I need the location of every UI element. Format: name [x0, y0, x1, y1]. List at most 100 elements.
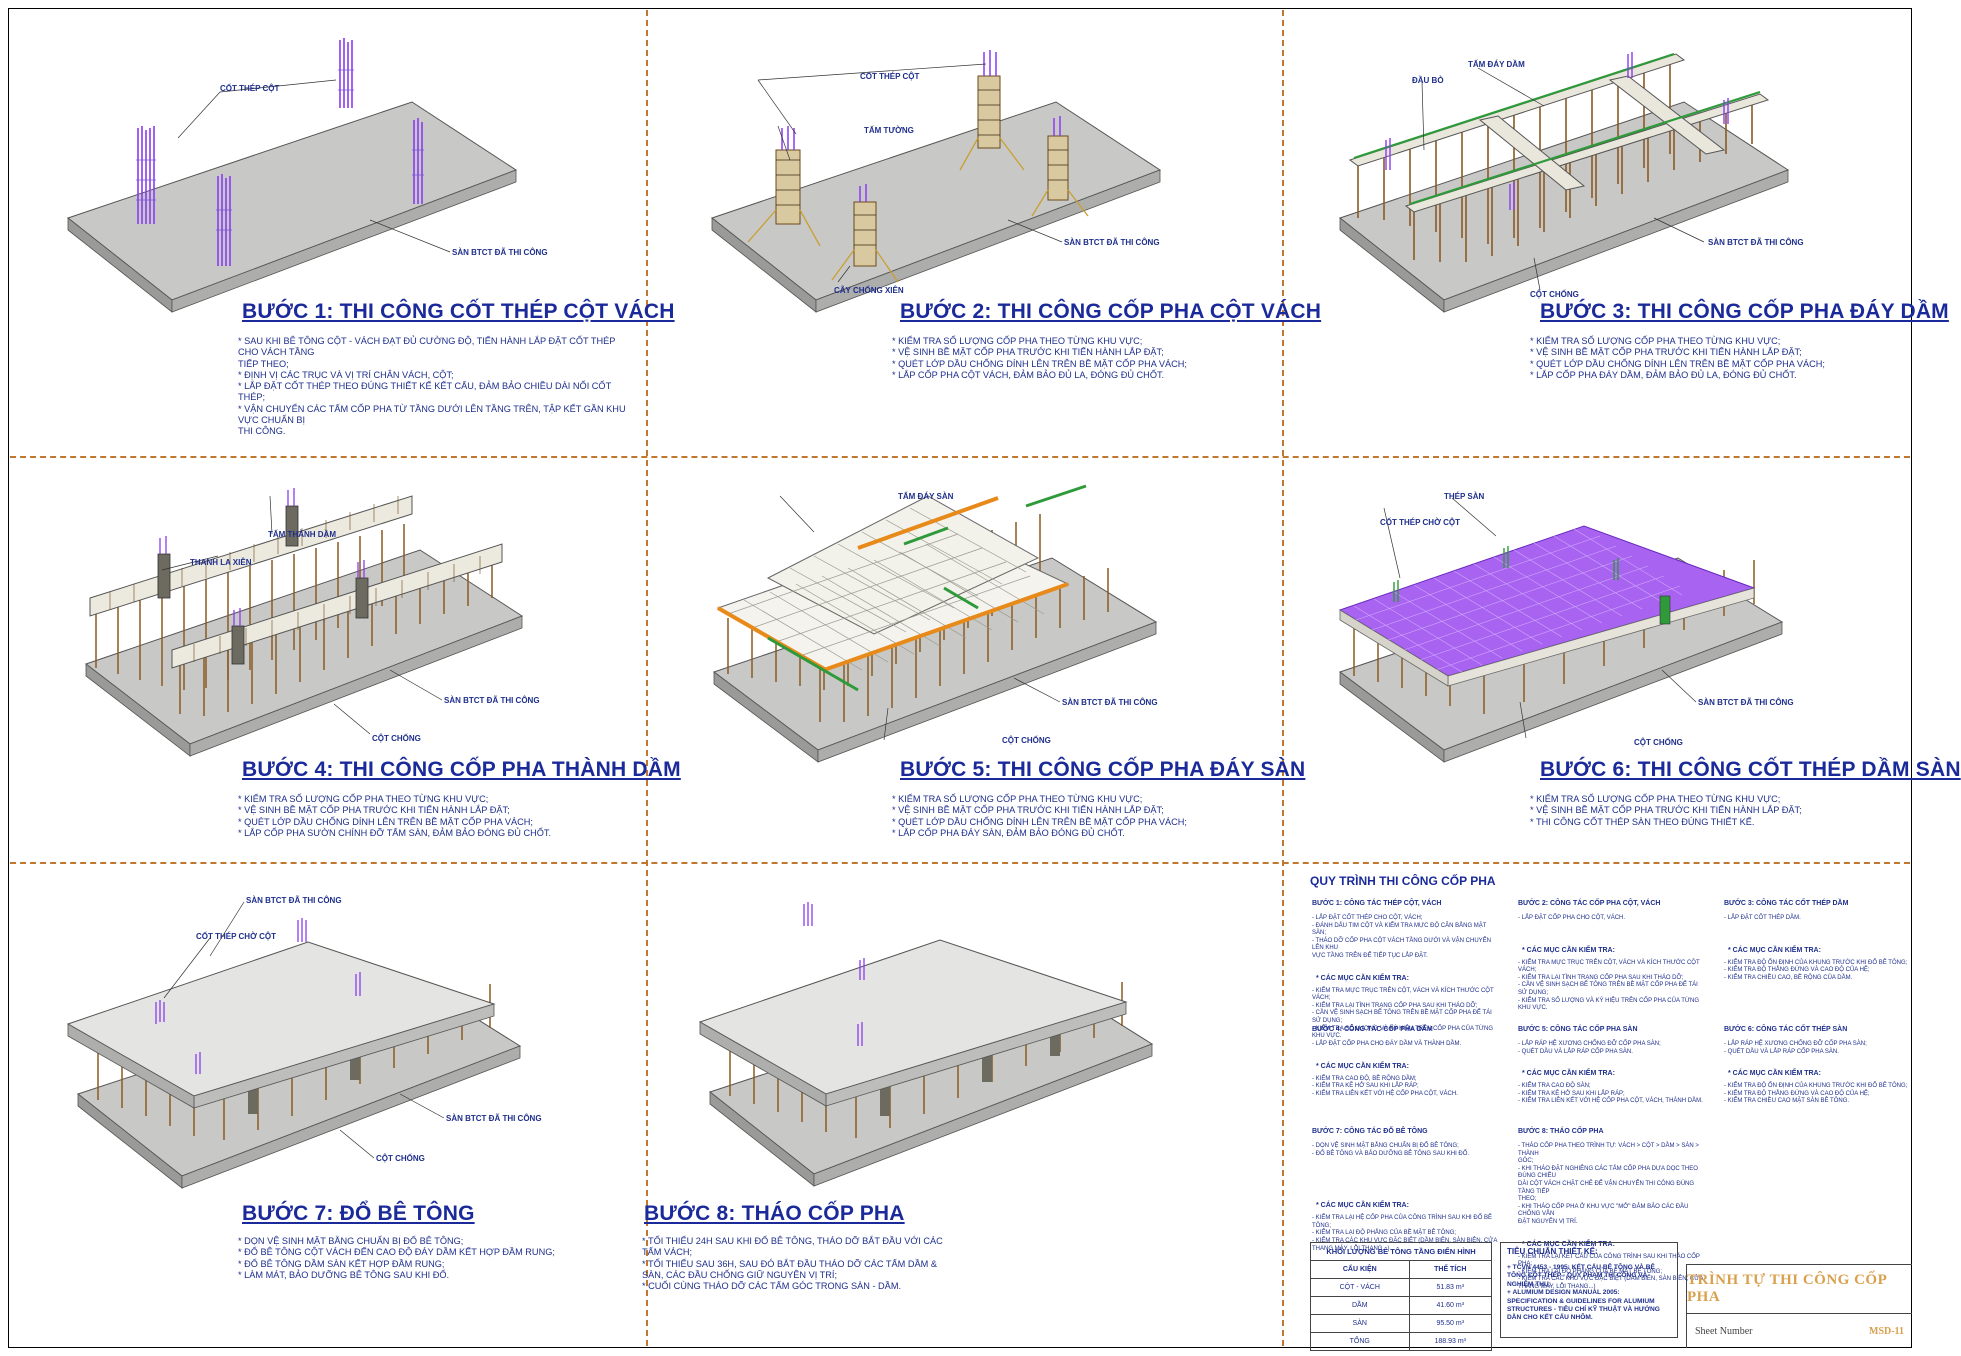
step-6-note: * THI CÔNG CỐT THÉP SÀN THEO ĐÚNG THIẾT …	[1530, 816, 1755, 827]
step-6-title: BƯỚC 6: THI CÔNG CỐT THÉP DẦM SÀN	[1540, 758, 1961, 781]
table-cell: 95.50 m³	[1408, 1314, 1493, 1333]
procedure-check-heading: * CÁC MỤC CẦN KIỂM TRA:	[1316, 1202, 1409, 1210]
standards-line: + TCVN 4453 - 1995: KẾT CẤU BÊ TÔNG VÀ B…	[1507, 1264, 1655, 1271]
procedure-line: - LẮP ĐẶT CỐP PHA CHO ĐÁY DẦM VÀ THÀNH D…	[1312, 1041, 1462, 1047]
procedure-line: - THÁO CỐP PHA THEO TRÌNH TỰ: VÁCH > CỘT…	[1518, 1143, 1699, 1157]
step-3-notes: * KIỂM TRA SỐ LƯỢNG CỐP PHA THEO TỪNG KH…	[1530, 336, 1900, 381]
procedure-heading: BƯỚC 3: CÔNG TÁC CỐT THÉP DẦM	[1724, 900, 1849, 907]
table-cell: 188.93 m³	[1408, 1332, 1493, 1351]
procedure-check-line: - KIỂM TRA ĐỘ ỔN ĐỊNH CỦA KHUNG TRƯỚC KH…	[1724, 959, 1908, 966]
procedure-check-line: - KIỂM TRA SỐ LƯỢNG VÀ KÝ HIỆU TRÊN CỐP …	[1518, 997, 1699, 1012]
step-4-note: * LẮP CỐP PHA SƯỜN CHÍNH ĐỠ TẤM SÀN, ĐẢM…	[238, 827, 552, 838]
procedure-check-line: - KIỂM TRA KẼ HỞ SAU KHI LẮP RÁP;	[1312, 1083, 1419, 1090]
procedure-line: DÀI CỘT VÁCH CHẶT CHẼ ĐỂ VẬN CHUYỂN THI …	[1518, 1180, 1695, 1195]
sheet-number-row: Sheet Number MSD-11	[1687, 1313, 1912, 1349]
step-6-note: * VỆ SINH BỀ MẶT CỐP PHA TRƯỚC KHI TIẾN …	[1530, 805, 1802, 816]
procedure-check-heading: * CÁC MỤC CẦN KIỂM TRA:	[1316, 1062, 1409, 1070]
procedure-block: BƯỚC 2: CÔNG TÁC CỐP PHA CỘT, VÁCH - LẮP…	[1518, 900, 1708, 1012]
procedure-block: BƯỚC 4: CÔNG TÁC CỐP PHA DẦM - LẮP ĐẶT C…	[1312, 1026, 1502, 1114]
step-7-note: * LÀM MÁT, BẢO DƯỠNG BÊ TÔNG SAU KHI ĐỔ.	[238, 1269, 450, 1280]
procedure-check-line: - KIỂM TRA LIÊN KẾT VỚI HỆ CỐP PHA CỘT, …	[1518, 1098, 1703, 1105]
procedure-block: BƯỚC 8: THÁO CỐP PHA - THÁO CỐP PHA THEO…	[1518, 1128, 1708, 1292]
standards-line: TÔNG CỐT THÉP - QUY PHẠM THI CÔNG VÀ	[1507, 1272, 1648, 1280]
step-7-title: BƯỚC 7: ĐỔ BÊ TÔNG	[242, 1202, 475, 1225]
step-8-note: TẤM VÁCH;	[642, 1247, 693, 1258]
procedure-line: - LẮP RÁP HỆ XƯƠNG CHỐNG ĐỠ CỐP PHA SÀN;	[1724, 1041, 1867, 1047]
procedure-check-line: - KIỂM TRA SỐ LƯỢNG VÀ KÝ HIỆU TRÊN CỐP …	[1312, 1025, 1493, 1040]
step-8-note: SÀN, CÁC ĐẦU CHỐNG GIỮ NGUYÊN VỊ TRÍ;	[642, 1269, 838, 1280]
procedure-check-line: - KIỂM TRA CÁC KHU VỰC ĐẶC BIỆT (DẦM BIÊ…	[1312, 1237, 1498, 1244]
procedure-block: BƯỚC 7: CÔNG TÁC ĐỔ BÊ TÔNG - DỌN VỆ SIN…	[1312, 1128, 1502, 1253]
step-4-callout-diagonal-bar: THANH LA XIÊN	[190, 558, 252, 567]
step-8-note: * CUỐI CÙNG THÁO DỠ CÁC TẤM GÓC TRONG SÀ…	[642, 1281, 902, 1292]
procedure-line: - ĐỔ BÊ TÔNG VÀ BẢO DƯỠNG BÊ TÔNG SAU KH…	[1312, 1150, 1470, 1157]
standards-line: DẪN CHO KẾT CẤU NHÔM.	[1507, 1314, 1593, 1322]
concrete-quantity-table: KHỐI LƯỢNG BÊ TÔNG TẦNG ĐIỂN HÌNH CẤU KI…	[1310, 1242, 1493, 1351]
step-3-callout-beam-head: ĐẦU BÒ	[1412, 76, 1444, 85]
step-5-notes: * KIỂM TRA SỐ LƯỢNG CỐP PHA THEO TỪNG KH…	[892, 794, 1272, 839]
step-7-notes: * DỌN VỆ SINH MẶT BẰNG CHUẨN BỊ ĐỔ BÊ TÔ…	[238, 1236, 638, 1281]
procedure-line: - LẮP RÁP HỆ XƯƠNG CHỐNG ĐỠ CỐP PHA SÀN;	[1518, 1041, 1661, 1047]
table-row: CỘT - VÁCH 51.83 m³	[1310, 1278, 1493, 1297]
table-cell: 51.83 m³	[1408, 1278, 1493, 1297]
step-3-note: * VỆ SINH BỀ MẶT CỐP PHA TRƯỚC KHI TIẾN …	[1530, 347, 1802, 358]
procedure-check-line: - KIỂM TRA CÁC KHU VỰC ĐẶC BIỆT (DẦM BIÊ…	[1518, 1276, 1704, 1283]
design-standards-box: TIÊU CHUẨN THIẾT KẾ: + TCVN 4453 - 1995:…	[1500, 1242, 1678, 1338]
step-5-illustration	[712, 484, 1158, 763]
step-2-callout-slab: SÀN BTCT ĐÃ THI CÔNG	[1064, 238, 1160, 247]
divider-horizontal-1	[10, 456, 1910, 458]
standards-line: NGHIỆM THU;	[1507, 1280, 1551, 1288]
step-6-panel: THÉP SÀN CỐT THÉP CHỜ CỘT SÀN BTCT ĐÃ TH…	[1284, 458, 1961, 862]
step-7-callout-starter-bars: CỐT THÉP CHỜ CỘT	[196, 932, 277, 941]
procedure-check-line: - CẦN VỆ SINH SẠCH BÊ TÔNG TRÊN BỀ MẶT C…	[1312, 1010, 1492, 1024]
step-7-panel: SÀN BTCT ĐÃ THI CÔNG CỐT THÉP CHỜ CỘT SÀ…	[10, 864, 646, 1348]
quantity-table-caption: KHỐI LƯỢNG BÊ TÔNG TẦNG ĐIỂN HÌNH	[1310, 1242, 1492, 1261]
step-4-note: * VỆ SINH BỀ MẶT CỐP PHA TRƯỚC KHI TIẾN …	[238, 805, 510, 816]
step-6-callout-slab-rebar: THÉP SÀN	[1444, 492, 1485, 501]
step-1-note: * SAU KHI BÊ TÔNG CỘT - VÁCH ĐẠT ĐỦ CƯỜN…	[238, 336, 616, 358]
step-7-note: * ĐỔ BÊ TÔNG CỘT VÁCH ĐẾN CAO ĐỘ ĐÁY DẦM…	[238, 1247, 555, 1258]
procedure-check-line: - KIỂM TRA CAO ĐỘ, BỀ RỘNG DẦM;	[1312, 1075, 1417, 1082]
step-1-panel: CỐT THÉP CỘT SÀN BTCT ĐÃ THI CÔNG BƯỚC 1…	[10, 10, 674, 456]
step-6-note: * KIỂM TRA SỐ LƯỢNG CỐP PHA THEO TỪNG KH…	[1530, 794, 1781, 804]
procedure-check-heading: * CÁC MỤC CẦN KIỂM TRA:	[1522, 1070, 1615, 1078]
table-cell: SÀN	[1310, 1314, 1410, 1333]
procedure-line: - ĐÁNH DẤU TIM CỘT VÀ KIỂM TRA MỰC ĐỘ CÂ…	[1312, 922, 1487, 937]
step-4-panel: TẤM THÀNH DẦM THANH LA XIÊN SÀN BTCT ĐÃ …	[10, 458, 681, 862]
step-4-callout-prop: CỘT CHỐNG	[372, 734, 421, 743]
procedure-check-line: - KIỂM TRA ĐỘ ỔN ĐỊNH CỦA KHUNG TRƯỚC KH…	[1724, 1083, 1908, 1090]
table-row: DẦM 41.60 m³	[1310, 1296, 1493, 1315]
step-1-note: * VẬN CHUYỂN CÁC TẤM CỐP PHA TỪ TẦNG DƯỚ…	[238, 403, 626, 426]
step-4-callout-beam-side-panel: TẤM THÀNH DẦM	[268, 530, 336, 539]
procedure-check-heading: * CÁC MỤC CẦN KIỂM TRA:	[1728, 946, 1821, 954]
step-2-notes: * KIỂM TRA SỐ LƯỢNG CỐP PHA THEO TỪNG KH…	[892, 336, 1272, 381]
procedure-check-line: - KIỂM TRA LẠI KẾT CẤU CỦA CÔNG TRÌNH SA…	[1518, 1253, 1700, 1268]
step-5-callout-slab-bottom-panel: TẤM ĐÁY SÀN	[898, 492, 954, 501]
procedure-line: - DỌN VỆ SINH MẶT BẰNG CHUẨN BỊ ĐỔ BÊ TÔ…	[1312, 1143, 1459, 1149]
procedure-heading: BƯỚC 7: CÔNG TÁC ĐỔ BÊ TÔNG	[1312, 1128, 1428, 1135]
title-block: TRÌNH TỰ THI CÔNG CỐP PHA Sheet Number M…	[1686, 1264, 1912, 1348]
procedure-block: BƯỚC 3: CÔNG TÁC CỐT THÉP DẦM - LẮP ĐẶT …	[1724, 900, 1914, 1012]
procedure-check-line: - KIỂM TRA KẼ HỞ SAU KHI LẮP RÁP;	[1518, 1090, 1625, 1097]
procedure-line: - KHI THÁO CỐP PHA Ở KHU VỰC "MỞ" ĐẢM BẢ…	[1518, 1203, 1689, 1218]
step-5-panel: TẤM ĐÁY SÀN SÀN BTCT ĐÃ THI CÔNG CỘT CHỐ…	[648, 458, 1305, 862]
procedure-check-line: - KIỂM TRA CHIỀU CAO, BỀ RỘNG CỦA DẦM.	[1724, 974, 1853, 981]
procedure-check-line: - KIỂM TRA CAO ĐỘ SÀN;	[1518, 1083, 1591, 1090]
step-8-illustration	[698, 902, 1154, 1187]
step-3-note: * KIỂM TRA SỐ LƯỢNG CỐP PHA THEO TỪNG KH…	[1530, 336, 1781, 346]
step-7-note: * ĐỔ BÊ TÔNG DẦM SÀN KẾT HỢP ĐẦM RUNG;	[238, 1258, 445, 1269]
procedure-heading: BƯỚC 5: CÔNG TÁC CỐP PHA SÀN	[1518, 1026, 1638, 1033]
step-3-note: * LẮP CỐP PHA ĐÁY DẦM, ĐẢM BẢO ĐỦ LA, ĐÓ…	[1530, 369, 1797, 380]
procedure-title: QUY TRÌNH THI CÔNG CỐP PHA	[1310, 874, 1496, 888]
step-1-note: THI CÔNG.	[238, 426, 286, 437]
table-row: CẤU KIỆN THỂ TÍCH	[1310, 1260, 1493, 1279]
procedure-check-line: - KIỂM TRA ĐỘ THẲNG ĐỨNG VÀ CAO ĐỘ CỦA H…	[1724, 967, 1870, 974]
step-3-note: * QUÉT LỚP DẦU CHỐNG DÍNH LÊN TRÊN BỀ MẶ…	[1530, 358, 1825, 369]
step-2-note: * LẮP CỐP PHA CỘT VÁCH, ĐẢM BẢO ĐỦ LA, Đ…	[892, 369, 1165, 380]
step-3-callout-slab: SÀN BTCT ĐÃ THI CÔNG	[1708, 238, 1804, 247]
step-5-title: BƯỚC 5: THI CÔNG CỐP PHA ĐÁY SÀN	[900, 758, 1306, 781]
procedure-check-line: - KIỂM TRA LIÊN KẾT VỚI HỆ CỐP PHA CỘT, …	[1312, 1090, 1458, 1097]
step-5-callout-slab: SÀN BTCT ĐÃ THI CÔNG	[1062, 698, 1158, 707]
procedure-line: - LẮP ĐẶT CỐP PHA CHO CỘT, VÁCH.	[1518, 915, 1626, 921]
step-6-callout-slab: SÀN BTCT ĐÃ THI CÔNG	[1698, 698, 1794, 707]
